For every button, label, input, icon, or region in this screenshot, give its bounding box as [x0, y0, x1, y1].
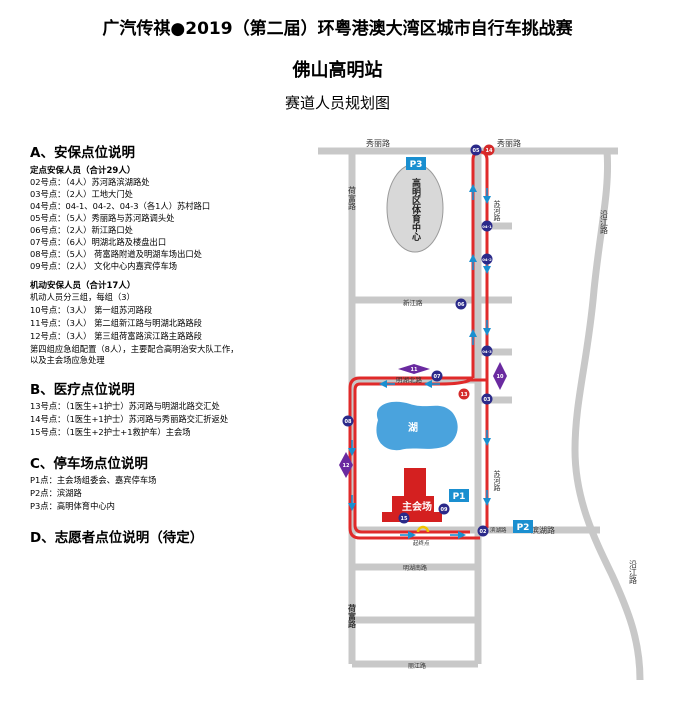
- yanjiang-road: [571, 150, 644, 681]
- road-network: [318, 147, 618, 668]
- medical-item: 13号点：（1医生+1护士）苏河路与明湖北路交汇处: [30, 401, 220, 411]
- start-finish-marker: [416, 525, 430, 533]
- volunteer-heading: D、志愿者点位说明（待定）: [30, 530, 204, 546]
- svg-text:09: 09: [441, 507, 448, 513]
- svg-text:04-3: 04-3: [482, 349, 492, 354]
- marker-06: 06: [455, 298, 467, 310]
- security-item: 06号点：（2人）新江路口处: [30, 225, 133, 235]
- sports-center-label: 高明区体育中心: [410, 177, 421, 242]
- svg-text:04-2: 04-2: [482, 257, 492, 262]
- road-label-lijiang: 丽江路: [408, 662, 426, 670]
- road-label-suhe-mid: 苏河路: [493, 469, 501, 492]
- road-label-xiuli: 秀丽路: [366, 138, 390, 148]
- parking-badge-p1: P1: [449, 489, 469, 502]
- parking-item: P2点：滨湖路: [30, 488, 82, 498]
- svg-text:07: 07: [434, 374, 441, 380]
- parking-item: P1点：主会场组委会、嘉宾停车场: [30, 475, 157, 485]
- map-subtitle: 赛道人员规划图: [284, 94, 390, 112]
- road-label-binhu-small: 滨湖路: [490, 526, 507, 534]
- svg-text:10: 10: [497, 374, 504, 380]
- marker-04-3: 04-3: [481, 345, 493, 357]
- road-label-xiuli-right: 秀丽路: [497, 138, 521, 148]
- security-item: 05号点：（5人）秀丽路与苏河路调头处: [30, 213, 175, 223]
- start-point-label: 起终点: [413, 539, 430, 547]
- marker-14: 14: [483, 144, 495, 156]
- mobile-security-heading: 机动安保人员（合计17人）: [30, 281, 136, 291]
- marker-04-1: 04-1: [481, 220, 493, 232]
- svg-text:12: 12: [343, 463, 350, 469]
- svg-text:P2: P2: [517, 523, 530, 533]
- svg-text:P1: P1: [453, 492, 466, 502]
- road-label-yanjiang: 沿江路: [600, 210, 609, 234]
- road-label-yanjiang-bottom: 沿江路: [629, 560, 638, 584]
- svg-text:04-1: 04-1: [482, 224, 492, 229]
- road-label-hefu: 荷富路: [348, 185, 357, 210]
- security-item: 03号点：（2人）工地大门处: [30, 189, 133, 199]
- marker-03: 03: [481, 393, 493, 405]
- mobile-item: 11号点：（3人） 第二组新江路与明湖北路路段: [30, 318, 202, 328]
- road-label-xinjiang: 新江路: [403, 298, 423, 307]
- parking-heading: C、停车场点位说明: [30, 456, 148, 472]
- security-heading: A、安保点位说明: [30, 145, 135, 161]
- road-label-suhe: 苏河路: [493, 199, 501, 222]
- marker-09: 09: [438, 503, 450, 515]
- road-label-hefu-bottom: 荷富路: [347, 603, 357, 629]
- lake-label: 湖: [408, 421, 418, 434]
- mobile-item: 12号点：（3人） 第三组荷富路滨江路主路路段: [30, 331, 202, 341]
- direction-arrows: [348, 184, 491, 539]
- mobile-item: 第四组应急组配置（8人），主要配合高明治安大队工作，: [30, 344, 239, 354]
- marker-15: 15: [398, 512, 410, 524]
- medical-item: 14号点：（1医生+1护士）苏河路与秀丽路交汇折返处: [30, 414, 229, 424]
- svg-text:08: 08: [345, 419, 352, 425]
- marker-11: 11: [398, 364, 430, 374]
- marker-12: 12: [339, 452, 353, 478]
- marker-04-2: 04-2: [481, 253, 493, 265]
- svg-text:13: 13: [461, 392, 468, 398]
- parking-badge-p2: P2: [513, 520, 533, 533]
- main-venue-label: 主会场: [402, 500, 432, 513]
- svg-text:03: 03: [484, 397, 491, 403]
- station-title: 佛山高明站: [292, 60, 383, 81]
- lake: [376, 401, 458, 451]
- svg-text:05: 05: [473, 148, 480, 154]
- svg-text:15: 15: [401, 516, 408, 522]
- parking-item: P3点：高明体育中心内: [30, 501, 115, 511]
- marker-07: 07: [431, 370, 443, 382]
- road-label-binhu: 滨湖路: [531, 525, 555, 535]
- road-label-minghu-south: 明湖南路: [403, 564, 427, 572]
- medical-item: 15号点：（1医生+2护士+1救护车）主会场: [30, 427, 191, 437]
- event-title: 广汽传祺●2019（第二届）环粤港澳大湾区城市自行车挑战赛: [102, 19, 573, 39]
- security-item: 07号点：（6人）明湖北路及楼盘出口: [30, 237, 167, 247]
- mobile-item: 以及主会场应急处理: [30, 355, 105, 365]
- marker-08: 08: [342, 415, 354, 427]
- road-label-minghu-north: 明湖北路: [396, 375, 423, 384]
- fixed-security-heading: 定点安保人员（合计29人）: [30, 166, 136, 176]
- marker-10: 10: [493, 362, 507, 390]
- svg-text:02: 02: [480, 529, 487, 535]
- svg-text:P3: P3: [410, 160, 423, 170]
- security-item: 09号点：（2人） 文化中心内嘉宾停车场: [30, 261, 178, 271]
- svg-text:11: 11: [411, 367, 418, 373]
- marker-05: 05: [470, 144, 482, 156]
- marker-13: 13: [458, 388, 470, 400]
- parking-badge-p3: P3: [406, 157, 426, 170]
- security-item: 08号点：（5人） 荷富路附道及明湖车场出口处: [30, 249, 202, 259]
- mobile-item: 10号点：（3人） 第一组苏河路段: [30, 305, 153, 315]
- svg-text:06: 06: [458, 302, 465, 308]
- main-venue-building: [382, 468, 442, 522]
- security-item: 02号点：（4人）苏河路滨湖路处: [30, 177, 150, 187]
- security-item: 04号点：04-1、04-2、04-3（各1人）苏村路口: [30, 201, 211, 211]
- mobile-item: 机动人员分三组，每组（3）: [30, 292, 135, 302]
- medical-heading: B、医疗点位说明: [30, 382, 135, 398]
- svg-text:14: 14: [486, 148, 493, 154]
- marker-02: 02: [477, 525, 489, 537]
